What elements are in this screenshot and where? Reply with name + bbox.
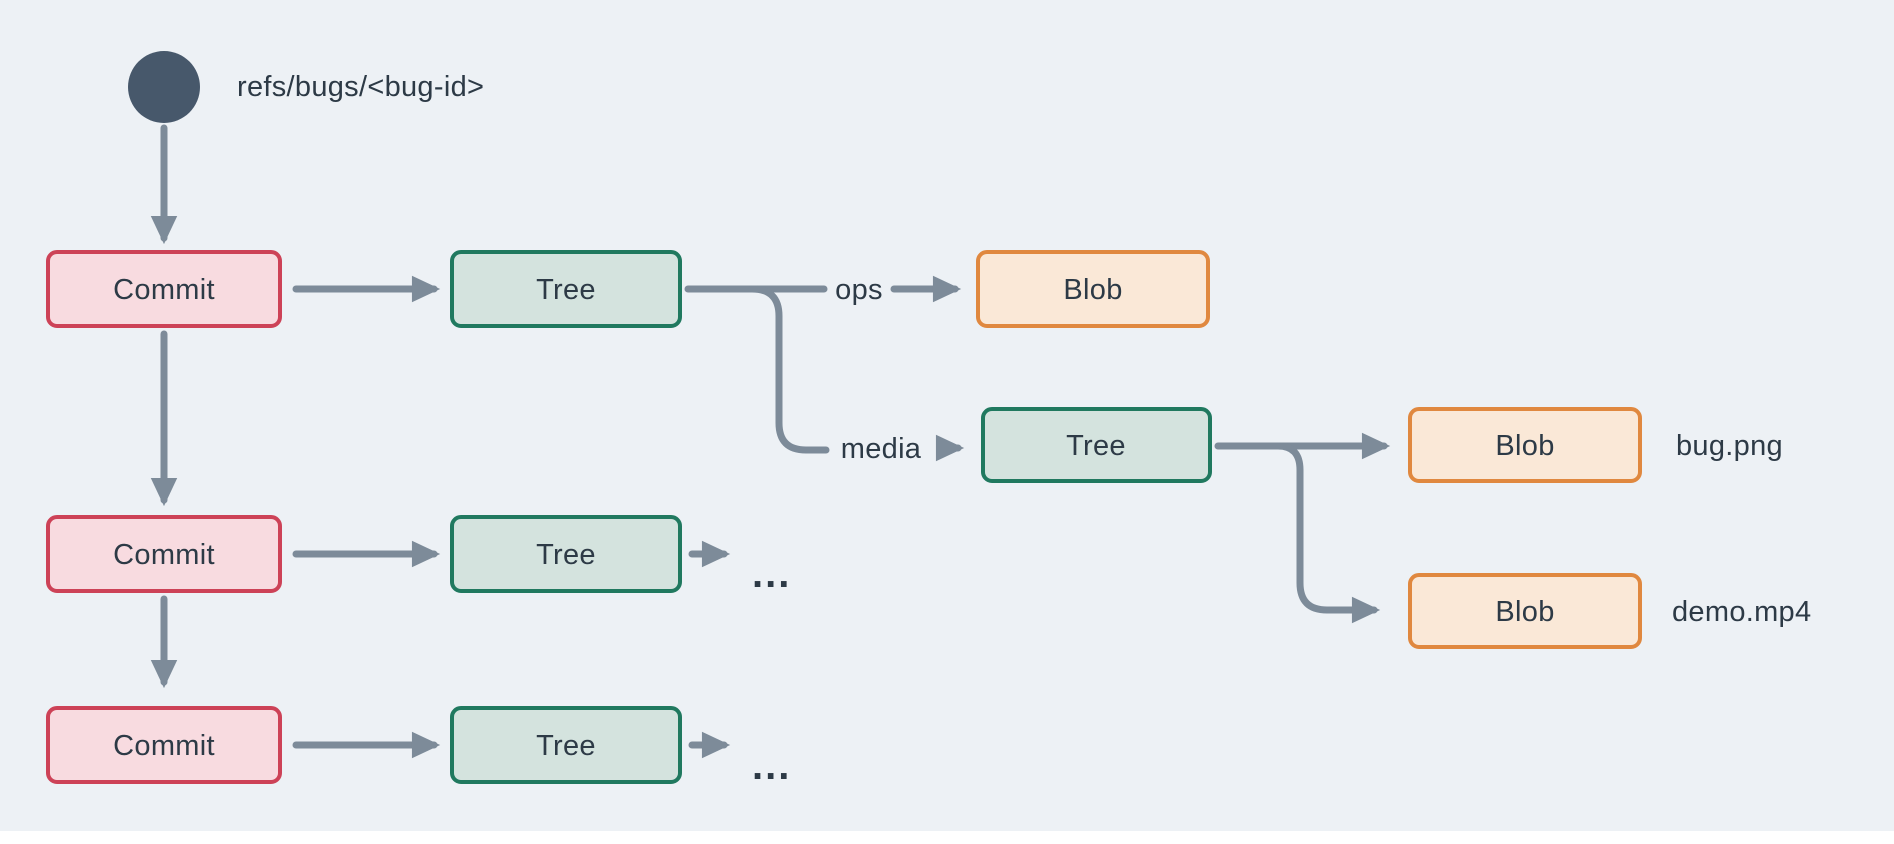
tree-node-row3-label: Tree bbox=[536, 730, 596, 762]
file-label-demo-mp4: demo.mp4 bbox=[1672, 596, 1811, 628]
blob-node-ops-label: Blob bbox=[1063, 274, 1122, 306]
branch-tree2-to-blob-demo bbox=[1274, 442, 1381, 624]
tree-node-row2-label: Tree bbox=[536, 539, 596, 571]
branch-tree1-to-media-label bbox=[748, 285, 830, 454]
commit-node-1: Commit bbox=[46, 250, 282, 328]
edge-label-media: media bbox=[841, 433, 922, 465]
commit-node-2-label: Commit bbox=[113, 539, 215, 571]
blob-node-ops: Blob bbox=[976, 250, 1210, 328]
tree-node-row2: Tree bbox=[450, 515, 682, 593]
blob-node-bug: Blob bbox=[1408, 407, 1642, 483]
ellipsis-row2: ... bbox=[752, 552, 791, 596]
tree-node-media: Tree bbox=[981, 407, 1212, 483]
commit-node-3-label: Commit bbox=[113, 730, 215, 762]
blob-node-demo: Blob bbox=[1408, 573, 1642, 649]
commit-node-1-label: Commit bbox=[113, 274, 215, 306]
ref-dot bbox=[128, 51, 200, 123]
commit-node-3: Commit bbox=[46, 706, 282, 784]
ref-label: refs/bugs/<bug-id> bbox=[237, 71, 484, 103]
file-label-bug-png: bug.png bbox=[1676, 430, 1783, 462]
edge-label-ops: ops bbox=[835, 274, 883, 306]
tree-node-1-label: Tree bbox=[536, 274, 596, 306]
blob-node-bug-label: Blob bbox=[1495, 430, 1554, 462]
ellipsis-row3: ... bbox=[752, 744, 791, 788]
tree-node-row3: Tree bbox=[450, 706, 682, 784]
commit-node-2: Commit bbox=[46, 515, 282, 593]
tree-node-1: Tree bbox=[450, 250, 682, 328]
blob-node-demo-label: Blob bbox=[1495, 596, 1554, 628]
tree-node-media-label: Tree bbox=[1066, 430, 1126, 462]
bottom-strip bbox=[0, 831, 1894, 844]
